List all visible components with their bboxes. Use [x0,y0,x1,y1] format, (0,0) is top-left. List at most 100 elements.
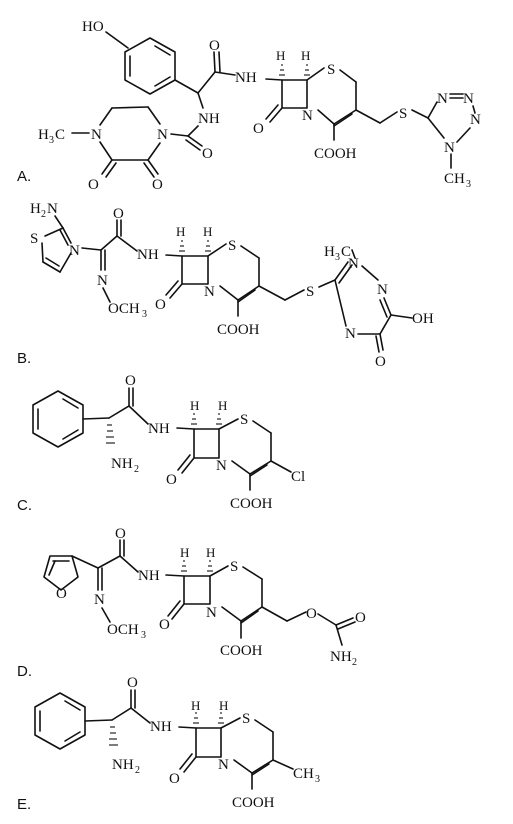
furan-oxygen-d: O [56,586,67,602]
methoxy-b: OCH [108,301,140,317]
methyl-sub-e: 3 [315,774,320,785]
hydroxyl-b: OH [412,311,434,327]
option-b-label: B. [17,350,32,367]
oxime-n-b: N [97,273,108,289]
carbamate-nh2-d: NH [330,649,352,665]
h-alpha-label: H [276,48,285,63]
option-c-label: C. [17,497,32,514]
amide-oxygen-b: O [113,206,124,222]
thio-ring-s-b: S [228,238,236,254]
tetrazole-n1: N [437,91,448,107]
h-beta-label: H [301,48,310,63]
tetrazole-n2: N [463,91,474,107]
lactam-oxygen-label: O [253,121,264,137]
amine-sub-e: 2 [135,765,140,776]
amide-oxygen-label: O [209,38,220,54]
amide-nh-c: NH [148,421,170,437]
methyl-e: CH [293,766,314,782]
structure-a: HO O NH NH O N N [38,19,481,193]
methoxy-sub-b: 3 [142,309,147,320]
lactam-oxygen-d: O [159,617,170,633]
carbamate-nh2-sub-d: 2 [352,657,357,668]
tetrazole-n3: N [470,112,481,128]
piperazine-n1-label: N [91,127,102,143]
option-d-label: D. [17,663,32,680]
carboxyl-b: COOH [217,322,260,338]
amide-nh-b: NH [137,247,159,263]
triazine-n1: N [348,256,359,272]
carboxyl-d: COOH [220,643,263,659]
amide-oxygen-c: O [125,373,136,389]
tetrazole-n4: N [444,140,455,156]
lactam-oxygen-c: O [166,472,177,488]
triazine-methyl-sub: 3 [335,252,340,263]
amide-nh-d: NH [138,568,160,584]
amine-sub-label: 2 [41,209,46,220]
amine-sub-c: 2 [134,464,139,475]
amine-c: NH [111,456,133,472]
triazine-methyl-c: C [341,244,351,260]
amide-nh-e: NH [150,719,172,735]
core-n-e: N [218,757,229,773]
triazine-n3: N [345,326,356,342]
phenol-ring [105,31,176,95]
core-n-d: N [206,605,217,621]
triazine-n2: N [377,282,388,298]
ethyl-h-label: H [38,127,49,143]
option-a-label: A. [17,168,32,185]
h-alpha-e: H [191,698,200,713]
h-alpha-d: H [180,545,189,560]
dione-oxygen-2: O [152,177,163,193]
amine-e: NH [112,757,134,773]
thiazole-s-label: S [30,231,38,247]
methoxy-d: OCH [107,622,139,638]
amine-h-label: H [30,201,41,217]
core-n-c: N [216,458,227,474]
tetrazole-methyl-sub: 3 [466,179,471,190]
h-beta-b: H [203,224,212,239]
amide-oxygen-d: O [115,526,126,542]
h-alpha-b: H [176,224,185,239]
carboxyl-e: COOH [232,795,275,811]
carboxyl-c: COOH [230,496,273,512]
thio-ring-s-e: S [242,711,250,727]
methoxy-sub-d: 3 [141,630,146,641]
amine-n-label: N [47,201,58,217]
amide-nh-label: NH [235,70,257,86]
ethyl-c-label: C [55,127,65,143]
oxime-n-d: N [94,592,105,608]
structure-c: O NH NH 2 H H O S [32,373,305,512]
h-beta-c: H [218,398,227,413]
carbamate-oxygen-d: O [355,610,366,626]
triazine-oxygen-b: O [375,354,386,370]
h-alpha-c: H [190,398,199,413]
urea-oxygen-label: O [202,146,213,162]
piperazine-n4-label: N [157,127,168,143]
structure-b: H 2 N S N O NH N OCH 3 [30,201,434,370]
h-beta-d: H [206,545,215,560]
thio-ring-s-label: S [327,62,335,78]
thio-ring-s-d: S [230,559,238,575]
structure-d: O O NH N OCH 3 H H [43,526,366,668]
dione-oxygen-1: O [88,177,99,193]
thioether-s-label: S [399,106,407,122]
ester-oxygen-d: O [306,606,317,622]
thio-ring-s-c: S [240,412,248,428]
ethyl-sub-label: 3 [49,135,54,146]
amide-oxygen-e: O [127,675,138,691]
lactam-oxygen-b: O [155,297,166,313]
carboxyl-label: COOH [314,146,357,162]
tetrazole-methyl-label: CH [444,171,465,187]
option-e-label: E. [17,796,32,813]
structure-e: O NH NH 2 H H O S [34,675,320,811]
lactam-oxygen-e: O [169,771,180,787]
hydroxyl-label: HO [82,19,104,35]
urea-nh-label: NH [198,111,220,127]
h-beta-e: H [219,698,228,713]
triazine-methyl-h: H [324,244,335,260]
core-n-label: N [302,108,313,124]
core-n-b: N [204,284,215,300]
thioether-s-b: S [306,284,314,300]
